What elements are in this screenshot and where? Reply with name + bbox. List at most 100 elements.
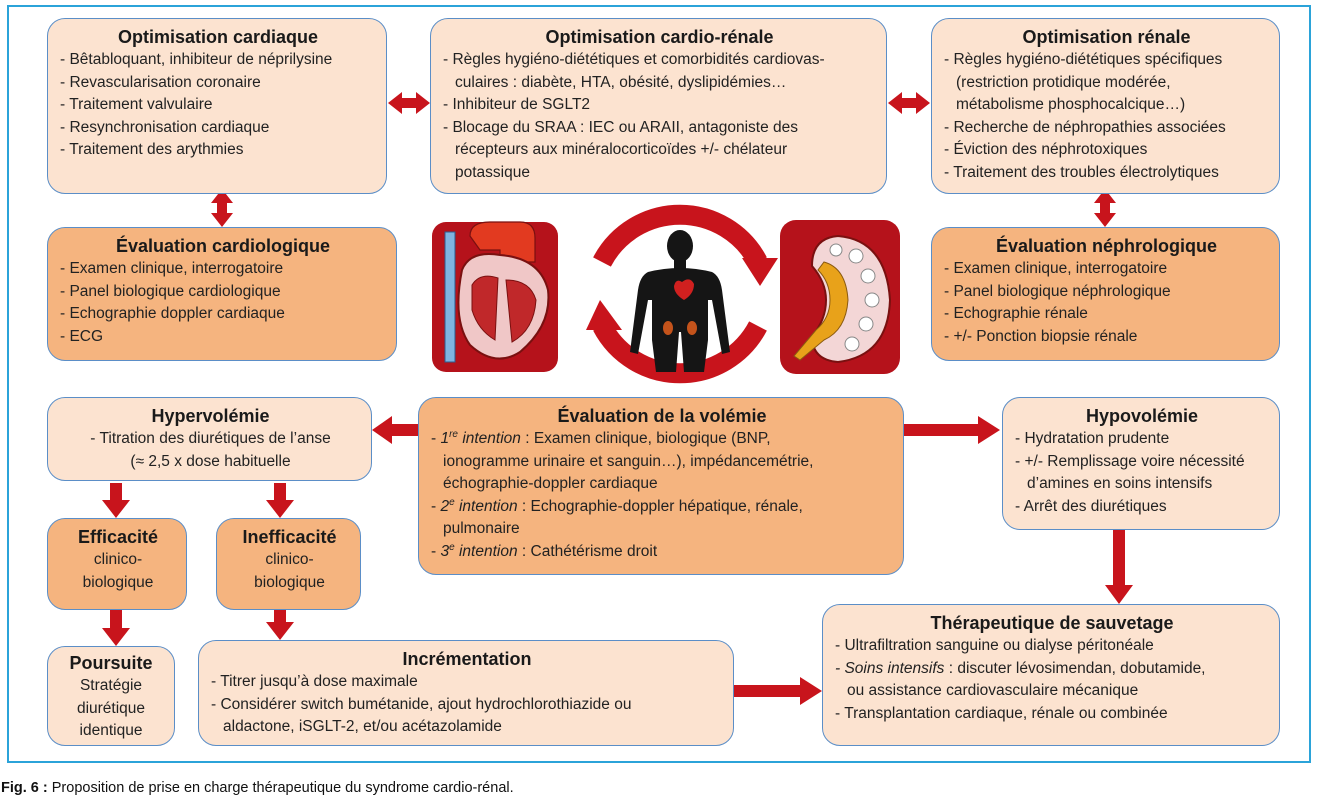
box-text: Stratégie — [79, 677, 143, 694]
list-item: - Hydratation prudente — [1015, 430, 1170, 447]
box-title: Hypervolémie — [151, 406, 270, 426]
box-title: Efficacité — [77, 527, 159, 547]
list-item: - Transplantation cardiaque, rénale ou c… — [835, 704, 1168, 722]
arrow-to-incrementation — [266, 610, 294, 640]
list-item: métabolisme phosphocalcique…) — [956, 96, 1186, 114]
list-item: - +/- Ponction biopsie rénale — [944, 327, 1138, 345]
box-inefficacite: Inefficacité clinico- biologique — [216, 518, 361, 610]
list-item: échographie-doppler cardiaque — [443, 475, 658, 493]
box-title: Optimisation cardio-rénale — [545, 27, 774, 47]
box-optimisation-cardio-renale: Optimisation cardio-rénale - Règles hygi… — [430, 18, 887, 194]
list-item: - Éviction des néphrotoxiques — [944, 141, 1148, 159]
box-title: Optimisation cardiaque — [117, 27, 319, 47]
box-incrementation: Incrémentation - Titrer jusqu’à dose max… — [198, 640, 734, 746]
box-text: biologique — [82, 573, 154, 591]
box-text: diurétique — [76, 699, 146, 717]
caption-text: Proposition de prise en charge thérapeut… — [51, 780, 514, 796]
box-title: Évaluation cardiologique — [115, 236, 331, 256]
intention-2-num: 2 — [440, 497, 450, 515]
box-title: Évaluation néphrologique — [995, 236, 1217, 256]
box-evaluation-cardiologique: Évaluation cardiologique - Examen cliniq… — [47, 227, 397, 361]
list-item: - Règles hygiéno-diététiques spécifiques — [944, 51, 1223, 68]
box-optimisation-cardiaque: Optimisation cardiaque - Bêtabloquant, i… — [47, 18, 387, 194]
list-item: - Examen clinique, interrogatoire — [944, 260, 1168, 277]
list-item: - Resynchronisation cardiaque — [60, 118, 270, 136]
arrow-incrementation-to-sauvetage — [734, 677, 822, 705]
intention-1-text: : Examen clinique, biologique (BNP, — [525, 430, 771, 447]
box-poursuite: Poursuite Stratégie diurétique identique — [47, 646, 175, 746]
box-text: clinico- — [93, 551, 143, 568]
box-text: clinico- — [265, 551, 314, 568]
intention-3-text: : Cathétérisme droit — [521, 542, 658, 560]
list-item: culaires : diabète, HTA, obésité, dyslip… — [455, 73, 787, 91]
arrow-to-efficacite — [102, 483, 130, 518]
list-item: - ECG — [60, 327, 104, 345]
list-item: - Considérer switch bumétanide, ajout hy… — [211, 695, 632, 713]
box-title: Poursuite — [69, 653, 153, 673]
intention-2-sup: e — [449, 496, 455, 508]
list-item: - Titrer jusqu’à dose maximale — [211, 673, 418, 690]
list-item: - +/- Remplissage voire nécessité — [1015, 452, 1245, 470]
double-arrow-cardiaque-cardiorenale — [388, 92, 430, 114]
list-item: - 2e intention : Echographie-doppler hép… — [431, 496, 803, 515]
human-silhouette — [630, 230, 730, 372]
list-item: ionogramme urinaire et sanguin…), impéda… — [443, 452, 814, 470]
list-item: - Panel biologique cardiologique — [60, 282, 281, 300]
box-text: identique — [79, 722, 143, 740]
list-item: - 1re intention : Examen clinique, biolo… — [431, 428, 771, 447]
list-item: - Recherche de néphropathies associées — [944, 118, 1226, 136]
box-title: Optimisation rénale — [1022, 27, 1191, 47]
heart-illustration — [432, 221, 558, 372]
list-item: - Inhibiteur de SGLT2 — [443, 96, 591, 114]
arrow-to-sauvetage — [1105, 530, 1133, 604]
list-item: - Ultrafiltration sanguine ou dialyse pé… — [835, 637, 1154, 654]
double-arrow-cardiorenale-renale — [888, 92, 930, 114]
list-item: récepteurs aux minéralocorticoïdes +/- c… — [455, 141, 788, 159]
list-item: ou assistance cardiovasculaire mécanique — [847, 682, 1139, 700]
intention-2-text: : Echographie-doppler hépatique, rénale, — [521, 497, 803, 515]
double-arrow-cardiaque-evaluation — [211, 189, 233, 227]
box-therapeutique-sauvetage: Thérapeutique de sauvetage - Ultrafiltra… — [822, 604, 1280, 746]
list-item: - Examen clinique, interrogatoire — [60, 260, 284, 277]
double-arrow-renale-evaluation — [1094, 189, 1116, 227]
list-item: - Echographie doppler cardiaque — [60, 305, 285, 323]
list-item: - Traitement valvulaire — [60, 96, 213, 114]
box-title: Hypovolémie — [1085, 406, 1199, 426]
list-item: aldactone, iSGLT-2, et/ou acétazolamide — [223, 718, 502, 736]
list-item: - Règles hygiéno-diététiques et comorbid… — [443, 51, 825, 68]
kidney-illustration — [780, 220, 900, 374]
box-optimisation-renale: Optimisation rénale - Règles hygiéno-dié… — [931, 18, 1280, 194]
intention-3-sup: e — [449, 541, 455, 553]
box-efficacite: Efficacité clinico- biologique — [47, 518, 187, 610]
intention-1-num: 1 — [440, 430, 450, 447]
list-item: (restriction protidique modérée, — [956, 73, 1171, 91]
list-item: - Echographie rénale — [944, 305, 1088, 323]
figure-caption: Fig. 6 : Proposition de prise en charge … — [1, 780, 514, 796]
intention-1-sup: re — [449, 428, 458, 440]
arrow-to-hypovolemie — [904, 416, 1000, 444]
soins-intensifs-text: : discuter lévosimendan, dobutamide, — [948, 659, 1206, 677]
box-title: Évaluation de la volémie — [557, 406, 767, 426]
list-item: - Blocage du SRAA : IEC ou ARAII, antago… — [443, 118, 798, 136]
list-item: d’amines en soins intensifs — [1027, 475, 1213, 493]
list-item: pulmonaire — [443, 520, 520, 538]
list-item: - Revascularisation coronaire — [60, 73, 261, 91]
list-item: - Panel biologique néphrologique — [944, 282, 1171, 300]
list-item: - Soins intensifs : discuter lévosimenda… — [835, 658, 1269, 681]
box-hypovolemie: Hypovolémie - Hydratation prudente - +/-… — [1002, 397, 1280, 530]
arrow-to-hypervolemie — [372, 416, 418, 444]
list-item: (≈ 2,5 x dose habituelle — [130, 452, 291, 470]
list-item: - 3e intention : Cathétérisme droit — [431, 541, 658, 560]
list-item: - Traitement des arythmies — [60, 141, 244, 159]
intention-2-label: intention — [458, 497, 518, 515]
box-title: Incrémentation — [402, 649, 532, 669]
soins-intensifs-label: - Soins intensifs — [835, 659, 945, 677]
human-organs — [663, 279, 697, 335]
list-item: - Arrêt des diurétiques — [1015, 497, 1167, 515]
list-item: potassique — [455, 163, 530, 181]
list-item: - Bêtabloquant, inhibiteur de néprilysin… — [60, 51, 333, 68]
arrow-to-poursuite — [102, 610, 130, 646]
caption-label: Fig. 6 : — [1, 780, 48, 796]
box-title: Thérapeutique de sauvetage — [930, 613, 1174, 633]
